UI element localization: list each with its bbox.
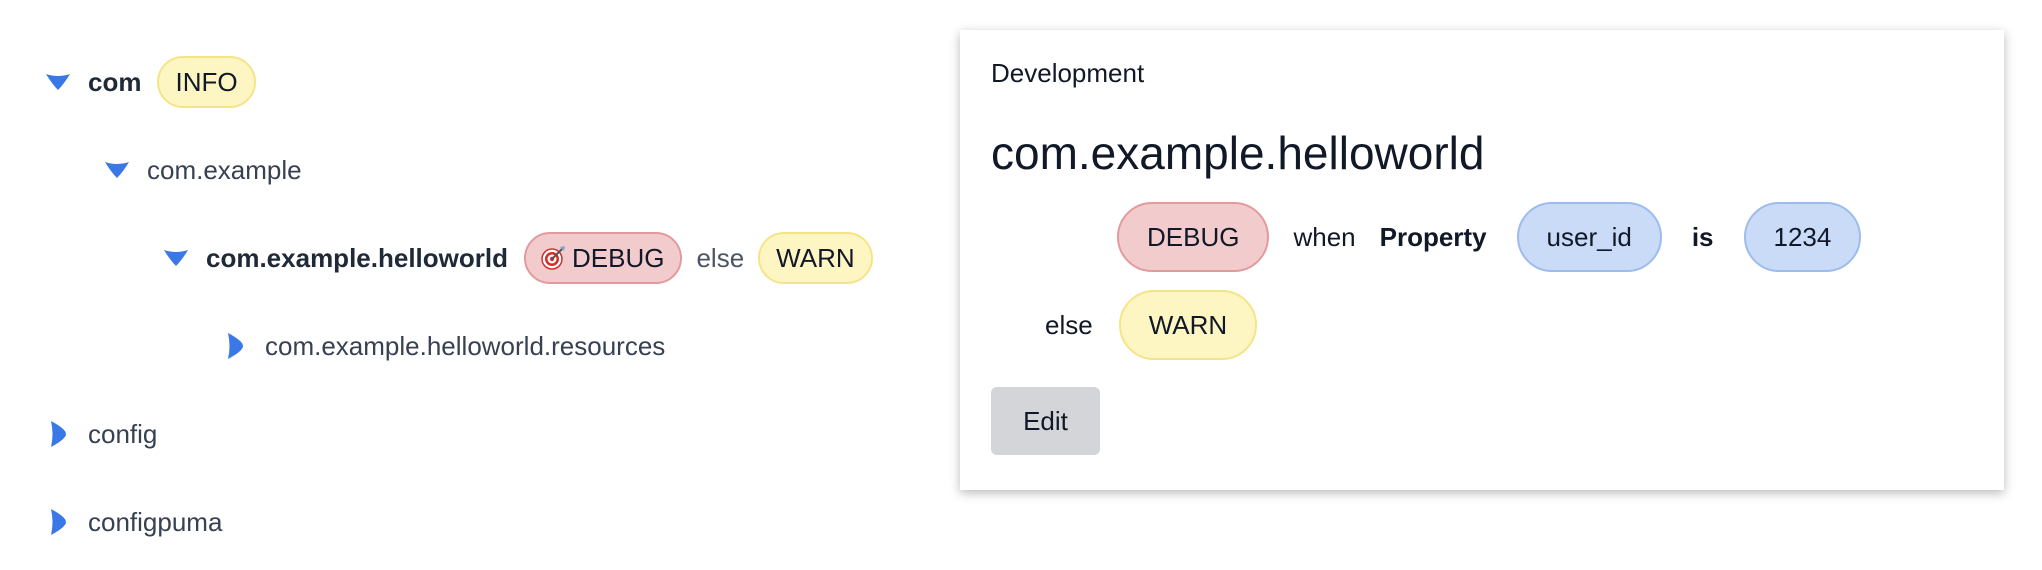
tree-node-label[interactable]: com	[88, 66, 142, 97]
caret-down-icon[interactable]	[158, 240, 194, 276]
panel-title: com.example.helloworld	[991, 127, 1485, 179]
tree-node-label[interactable]: com.example.helloworld	[206, 242, 508, 273]
level-badge-info[interactable]: INFO	[157, 56, 256, 108]
property-value-badge[interactable]: 1234	[1743, 202, 1862, 272]
tree-node-com-example-helloworld-resources[interactable]: com.example.helloworld.resources	[217, 316, 665, 376]
caret-right-icon[interactable]	[40, 416, 76, 452]
caret-down-icon[interactable]	[99, 152, 135, 188]
logger-detail-panel: Development com.example.helloworld DEBUG…	[960, 30, 2004, 490]
else-level-badge[interactable]: WARN	[1118, 290, 1258, 360]
else-label: else	[1045, 309, 1093, 340]
level-badge-label: DEBUG	[571, 242, 665, 273]
else-label: else	[696, 242, 745, 273]
condition-type-label: Property	[1379, 221, 1487, 252]
level-badge-debug[interactable]: DEBUG	[523, 232, 683, 284]
logger-tree: com INFO com.example com.example.hellowo…	[0, 0, 940, 570]
level-badge-warn[interactable]: WARN	[758, 232, 873, 284]
tree-node-com-example[interactable]: com.example	[99, 140, 302, 200]
caret-down-icon[interactable]	[40, 64, 76, 100]
else-row: else WARN	[1045, 290, 1258, 360]
tree-node-label[interactable]: config	[88, 418, 158, 449]
tree-node-config[interactable]: config	[40, 404, 157, 464]
tree-node-label[interactable]: configpuma	[88, 506, 223, 537]
when-label: when	[1293, 221, 1356, 252]
tree-node-com-example-helloworld[interactable]: com.example.helloworld DEBUG else WARN	[158, 228, 873, 288]
rule-row: DEBUG when Property user_id is 1234	[1117, 202, 1862, 272]
target-icon	[541, 246, 565, 270]
tree-node-configpuma[interactable]: configpuma	[40, 492, 222, 552]
caret-right-icon[interactable]	[217, 328, 253, 364]
caret-right-icon[interactable]	[40, 504, 76, 540]
tree-node-label[interactable]: com.example	[147, 154, 302, 185]
operator-label: is	[1691, 221, 1714, 252]
tree-node-label[interactable]: com.example.helloworld.resources	[265, 330, 666, 361]
edit-button[interactable]: Edit	[991, 387, 1100, 455]
tree-node-com[interactable]: com INFO	[40, 52, 256, 112]
rule-level-badge[interactable]: DEBUG	[1117, 202, 1270, 272]
property-name-badge[interactable]: user_id	[1516, 202, 1662, 272]
environment-label: Development	[991, 58, 1145, 88]
